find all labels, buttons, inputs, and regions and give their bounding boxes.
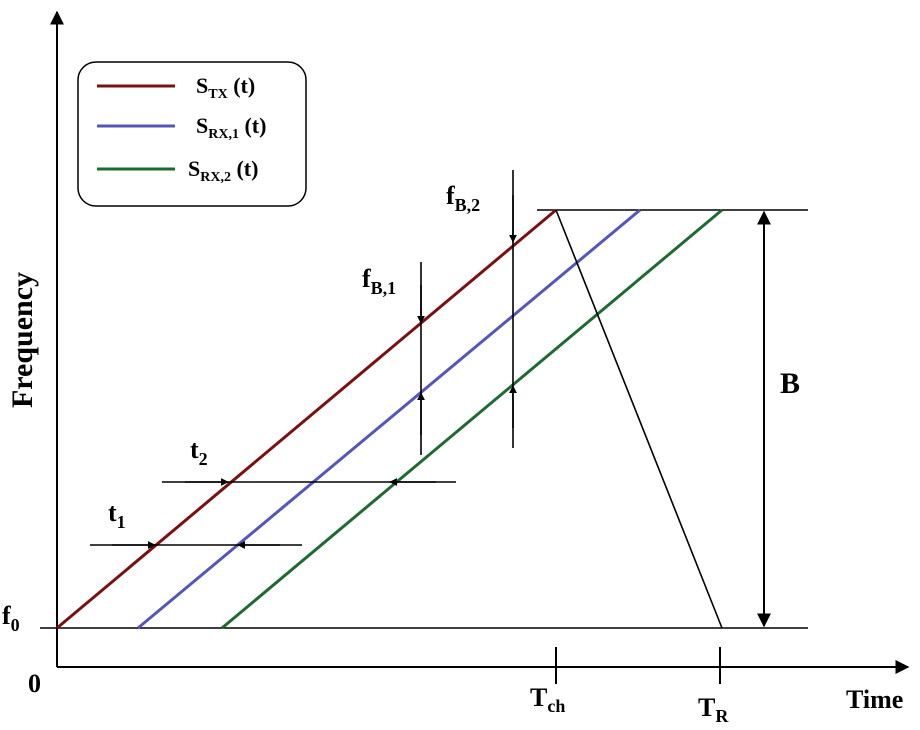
f0-label: f0 [2, 601, 20, 635]
rx2-chirp-line [221, 208, 723, 630]
t1-label: t1 [108, 498, 126, 532]
x-axis-label: Time [846, 685, 903, 714]
legend-label-rx2: SRX,2 (t) [188, 156, 258, 185]
legend-label-tx: STX (t) [196, 73, 255, 102]
tch-label: Tch [530, 683, 565, 716]
tx-chirp-line [56, 208, 557, 630]
fb1-label: fB,1 [362, 264, 396, 298]
t2-label: t2 [190, 435, 208, 469]
bandwidth-label: B [780, 367, 800, 400]
legend-label-rx1: SRX,1 (t) [196, 113, 266, 142]
origin-label: 0 [28, 669, 41, 698]
y-axis-label: Frequency [6, 272, 39, 408]
legend: STX (t) SRX,1 (t) SRX,2 (t) [77, 61, 307, 207]
rx1-chirp-line [137, 208, 641, 630]
legend-box [77, 61, 307, 207]
tx-flyback-line [555, 209, 723, 629]
fb2-label: fB,2 [446, 181, 480, 215]
tr-label: TR [698, 693, 729, 726]
